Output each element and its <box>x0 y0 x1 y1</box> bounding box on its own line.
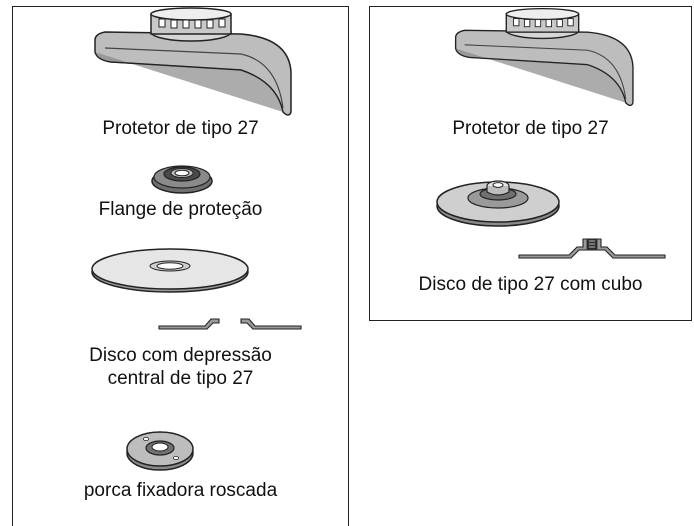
hub-disc-label: Disco de tipo 27 com cubo <box>418 274 643 295</box>
left-assembly-panel: Protetor de tipo 27 Flange de proteção D… <box>12 6 349 526</box>
disc-label-line2: central de tipo 27 <box>107 368 254 389</box>
flange-label: Flange de proteção <box>98 199 263 220</box>
right-assembly-panel: Protetor de tipo 27 Disco de tipo 27 com… <box>369 6 692 321</box>
disc-cross-section-illustration <box>158 318 302 330</box>
protection-flange-illustration <box>151 165 213 194</box>
guard-label-right: Protetor de tipo 27 <box>452 118 609 139</box>
disc-label-line1: Disco com depressão <box>89 345 272 366</box>
threaded-clamp-nut-illustration <box>126 431 194 471</box>
type27-guard-illustration <box>94 7 292 116</box>
depressed-center-disc-illustration <box>91 248 249 293</box>
hub-disc-cross-section-illustration <box>518 238 666 259</box>
type27-guard-illustration-right <box>454 7 634 107</box>
hub-disc-illustration <box>436 180 560 227</box>
guard-label: Protetor de tipo 27 <box>102 118 259 139</box>
nut-label: porca fixadora roscada <box>83 480 278 501</box>
